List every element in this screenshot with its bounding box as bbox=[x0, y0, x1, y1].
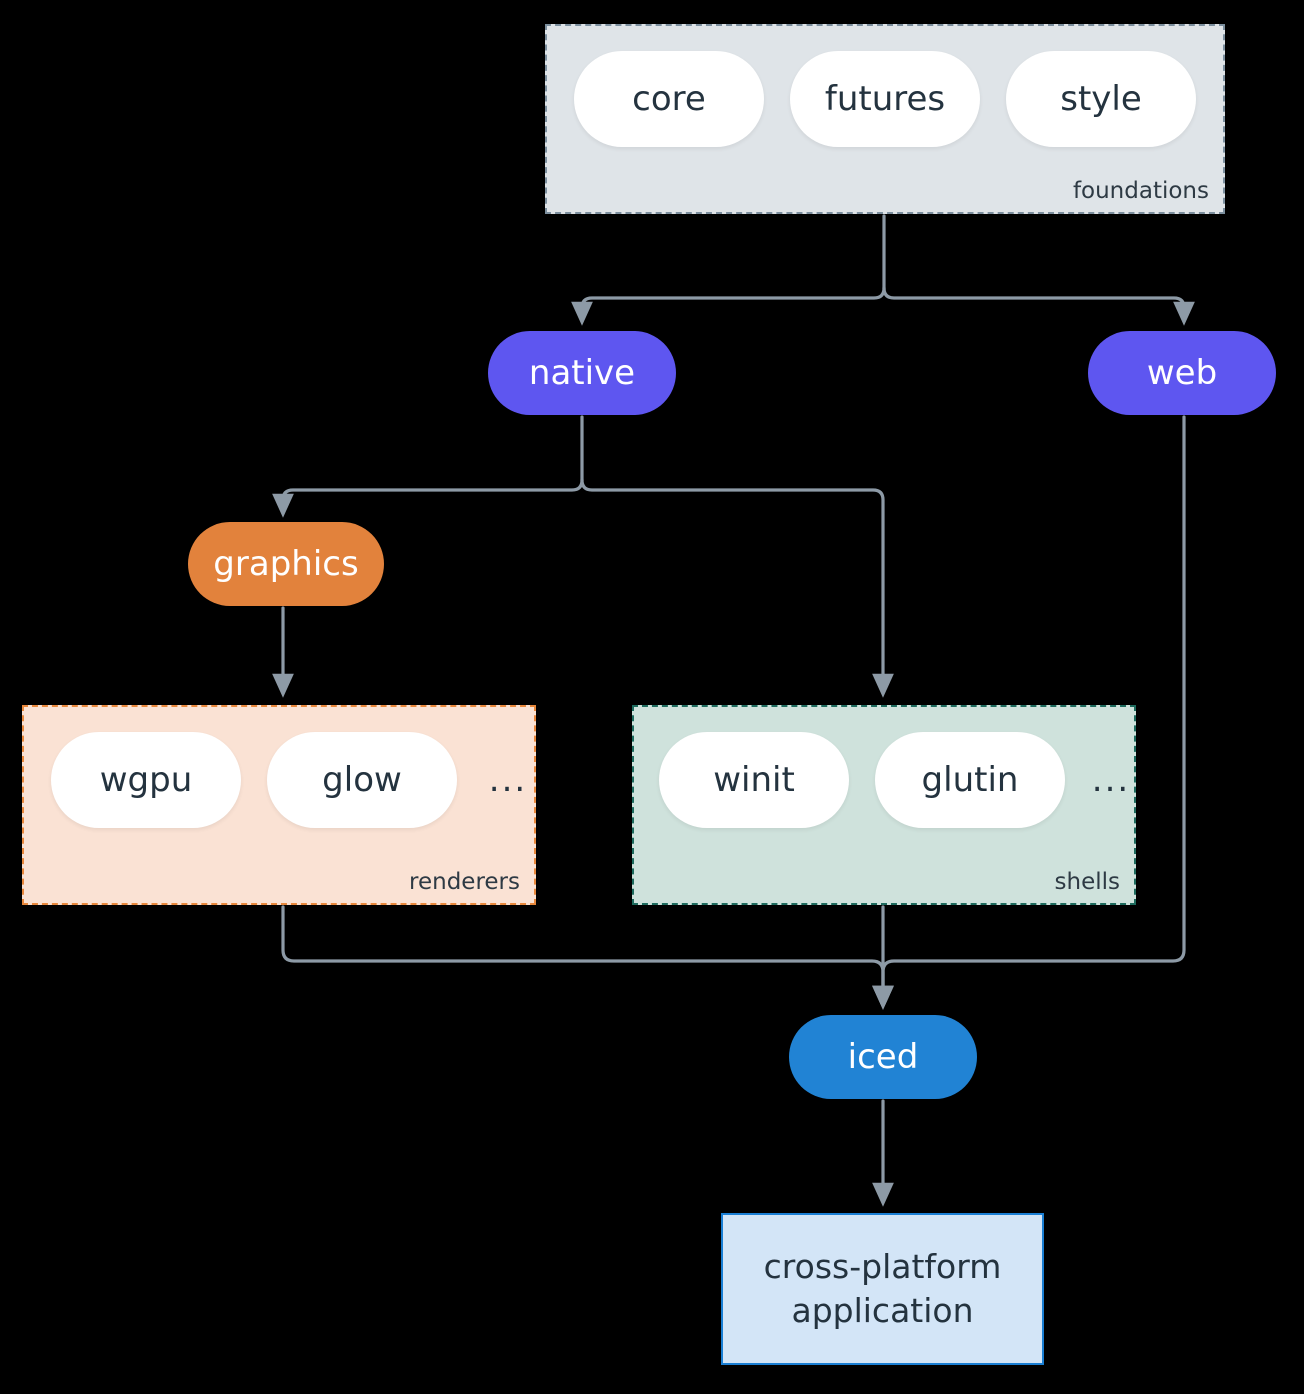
node-winit-label: winit bbox=[713, 760, 795, 800]
node-futures[interactable]: futures bbox=[790, 51, 980, 147]
node-iced-label: iced bbox=[847, 1037, 919, 1077]
group-foundations-label: foundations bbox=[1072, 178, 1209, 204]
node-iced[interactable]: iced bbox=[789, 1015, 977, 1099]
node-glutin-label: glutin bbox=[921, 760, 1019, 800]
node-web-label: web bbox=[1146, 353, 1218, 393]
node-style-label: style bbox=[1060, 79, 1142, 119]
node-wgpu-label: wgpu bbox=[99, 760, 193, 800]
shells-more-ellipsis: ... bbox=[1091, 760, 1131, 800]
node-cross-platform-application[interactable]: cross-platform application bbox=[721, 1213, 1044, 1365]
edge-foundations-to-native bbox=[571, 286, 886, 326]
node-winit[interactable]: winit bbox=[659, 732, 849, 828]
edge-renderers-to-iced bbox=[281, 905, 894, 1010]
node-wgpu[interactable]: wgpu bbox=[51, 732, 241, 828]
group-renderers: wgpu glow ... renderers bbox=[22, 705, 536, 905]
application-label-line1: cross-platform bbox=[763, 1247, 1002, 1287]
node-core[interactable]: core bbox=[574, 51, 764, 147]
node-style[interactable]: style bbox=[1006, 51, 1196, 147]
group-shells: winit glutin ... shells bbox=[632, 705, 1136, 905]
edge-foundations-to-web bbox=[882, 286, 1195, 326]
node-glutin[interactable]: glutin bbox=[875, 732, 1065, 828]
group-shells-label: shells bbox=[1054, 869, 1120, 895]
node-web[interactable]: web bbox=[1088, 331, 1276, 415]
node-glow[interactable]: glow bbox=[267, 732, 457, 828]
node-glow-label: glow bbox=[322, 760, 402, 800]
node-native[interactable]: native bbox=[488, 331, 676, 415]
node-graphics[interactable]: graphics bbox=[188, 522, 384, 606]
group-renderers-label: renderers bbox=[409, 869, 520, 895]
renderers-more-ellipsis: ... bbox=[488, 760, 528, 800]
node-core-label: core bbox=[632, 79, 706, 119]
node-futures-label: futures bbox=[824, 79, 946, 119]
node-native-label: native bbox=[528, 353, 636, 393]
node-graphics-label: graphics bbox=[213, 544, 359, 584]
edge-native-to-graphics bbox=[272, 478, 584, 518]
edge-native-to-shells bbox=[580, 478, 894, 698]
application-label-line2: application bbox=[791, 1291, 974, 1330]
group-foundations: core futures style foundations bbox=[545, 24, 1225, 214]
